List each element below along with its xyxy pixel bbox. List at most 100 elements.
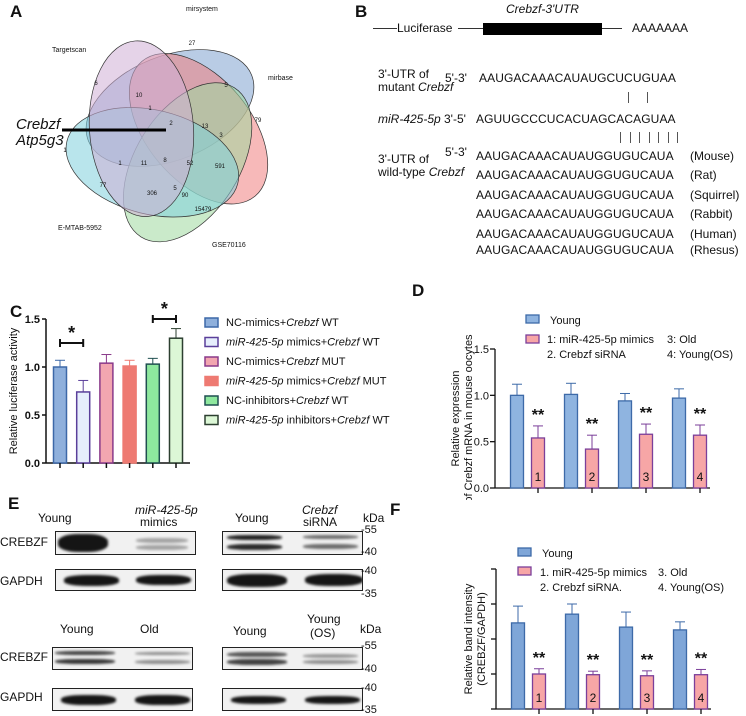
legend-label-part: mimics+ — [283, 337, 327, 349]
y-tick-label: 0.5 — [474, 437, 489, 449]
lane-label: Young — [233, 624, 267, 638]
significance-star: ** — [640, 405, 653, 422]
pairing-line — [629, 132, 631, 143]
wildtype-label-gene: Crebzf — [428, 165, 465, 179]
legend-label: NC-mimics+Crebzf WT — [226, 317, 339, 329]
significance-star: ** — [695, 650, 708, 667]
legend-label-part: Crebzf — [286, 356, 319, 368]
y-tick-label: 1.0 — [25, 362, 40, 374]
significance-star: ** — [641, 652, 654, 669]
protein-band — [305, 696, 360, 704]
pairing-line — [647, 92, 648, 103]
y-axis-label: Relative luciferase activity — [8, 327, 20, 454]
legend-label-part: NC-mimics+ — [226, 317, 286, 329]
protein-band — [55, 651, 115, 655]
legend-swatch-treatment — [517, 566, 532, 576]
y-tick-label: 0.5 — [25, 410, 40, 422]
protein-band — [303, 654, 358, 658]
venn-count: 11 — [141, 161, 148, 167]
blot-image — [222, 647, 363, 670]
venn-set-label: mirsystem — [186, 6, 218, 13]
legend-swatch-young — [525, 314, 540, 324]
legend-swatch-young — [517, 547, 532, 557]
bar-young — [510, 622, 526, 710]
bar-number: 1 — [535, 470, 542, 484]
protein-band — [64, 575, 119, 586]
legend-label-part: WT — [328, 395, 348, 407]
legend-label-part: miR-425-5p — [226, 337, 283, 349]
protein-band — [303, 544, 358, 549]
pairing-line — [667, 132, 669, 143]
utr-box — [483, 23, 602, 35]
blot-image — [55, 569, 196, 591]
bar — [75, 391, 91, 464]
lane-label: Young — [38, 511, 72, 525]
legend-label: 2. Crebzf siRNA — [547, 349, 627, 361]
bar-young — [617, 400, 633, 489]
venn-set-label: GSE70116 — [212, 242, 246, 249]
legend-label: miR-425-5p inhibitors+Crebzf WT — [226, 415, 390, 427]
species-label: (Human) — [690, 227, 737, 241]
mirna-direction: 3'-5' — [444, 112, 466, 126]
species-label: (Squirrel) — [690, 188, 740, 202]
venn-count: 27 — [189, 41, 196, 47]
legend-label-part: WT — [369, 415, 389, 427]
wildtype-sequence: AAUGACAAACAUAUGGUGUCAUA — [476, 188, 674, 202]
legend-label-part: miR-425-5p — [226, 415, 283, 427]
species-label: (Rabbit) — [690, 207, 733, 221]
legend-label-part: Crebzf — [296, 395, 329, 407]
bar — [52, 366, 68, 464]
mirna-label: miR-425-5p — [378, 112, 441, 126]
kda-marker: -35 — [361, 588, 377, 600]
polya-label: AAAAAAA — [632, 21, 689, 35]
blot-image — [55, 531, 196, 555]
y-tick-label: 1.0 — [474, 390, 489, 402]
legend-label: 4: Young(OS) — [667, 349, 733, 361]
venn-count: 1 — [118, 161, 122, 167]
bar-young — [563, 393, 579, 489]
legend-label-part: NC-inhibitors+ — [226, 395, 296, 407]
mirna-sequence: AGUUGCCCUCACUAGCACAGUAA — [476, 112, 676, 126]
protein-label-gapdh: GAPDH — [0, 574, 43, 588]
construct-line — [458, 28, 483, 29]
pairing-line — [658, 132, 659, 143]
legend-label: 3. Old — [658, 567, 687, 579]
kda-marker: -40 — [361, 663, 377, 675]
blot-image — [222, 569, 363, 591]
venn-count: 13 — [202, 124, 209, 130]
lane-label: Young — [307, 612, 341, 626]
blot-image — [222, 531, 363, 555]
legend-label-part: mimics+ — [283, 376, 327, 388]
protein-band — [303, 660, 358, 664]
venn-set-label: mirbase — [268, 75, 293, 82]
pairing-line — [648, 132, 650, 143]
species-label: (Rat) — [690, 168, 717, 182]
legend-label: Young — [542, 548, 573, 560]
venn-diagram: mirsystemTargetscanmirbaseGSE70116E-MTAB… — [52, 6, 293, 249]
venn-count: 1 — [148, 106, 152, 112]
kda-marker: -40 — [361, 565, 377, 577]
legend-swatch — [204, 356, 219, 367]
bar-number: 3 — [643, 470, 650, 484]
bar — [122, 365, 137, 464]
bar-number: 2 — [590, 691, 597, 705]
mutant-sequence: AAUGACAAACAUAUGCUCUGUAA — [479, 71, 677, 85]
significance-star: * — [68, 323, 75, 343]
venn-count: 1 — [63, 148, 67, 154]
wildtype-sequence: AAUGACAAACAUAUGGUGUCAUA — [476, 243, 674, 257]
utr-label-text: Crebzf-3'UTR — [506, 2, 579, 16]
venn-count: 10 — [136, 93, 143, 99]
legend-label-part: miR-425-5p — [226, 376, 283, 388]
panel-label-b: B — [355, 2, 368, 21]
significance-star: ** — [586, 416, 599, 433]
construct-line — [602, 28, 622, 29]
legend-label: 1: miR-425-5p mimics — [547, 334, 654, 346]
panel-label-f: F — [390, 500, 401, 519]
bar-young — [671, 397, 687, 489]
protein-band — [135, 652, 190, 655]
wildtype-label: 3'-UTR of wild-type Crebzf — [378, 153, 464, 179]
lane-label: (OS) — [310, 626, 336, 640]
wildtype-sequence: AAUGACAAACAUAUGGUGUCAUA — [476, 227, 674, 241]
venn-count: 8 — [163, 158, 167, 164]
